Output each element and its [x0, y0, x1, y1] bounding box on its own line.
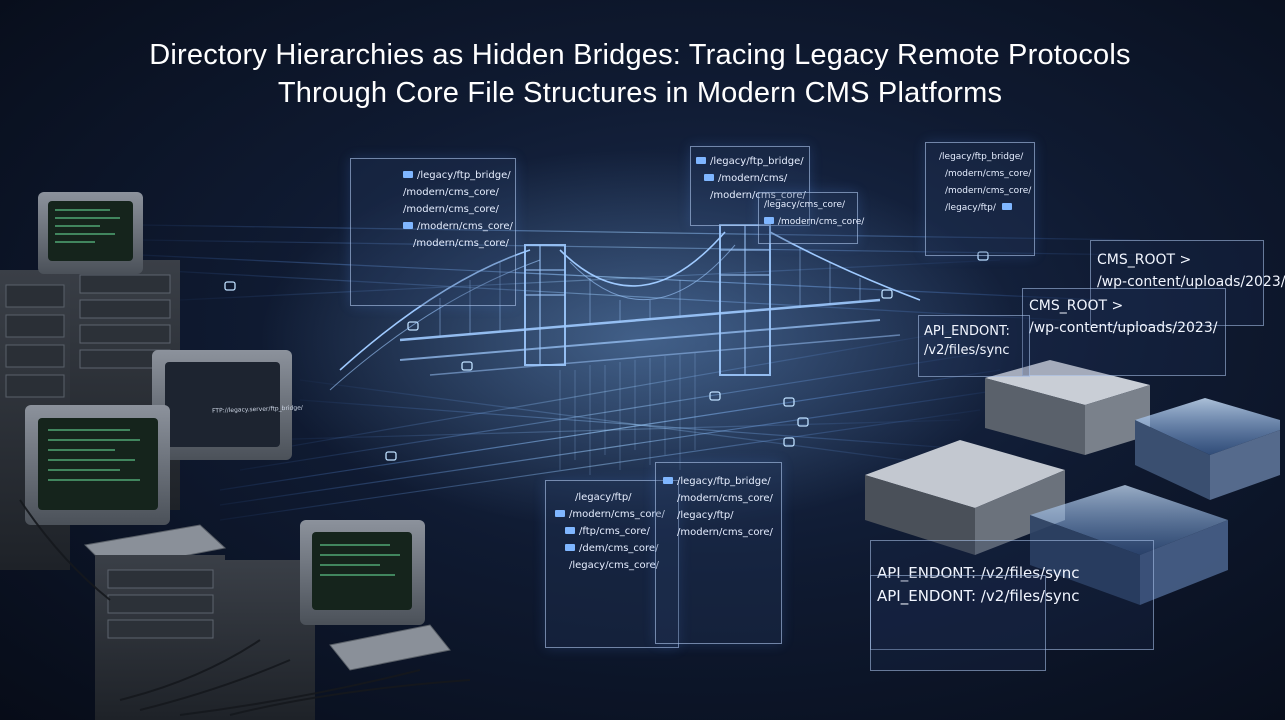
folder-icon	[704, 173, 714, 181]
bridge-illustration	[329, 224, 921, 475]
directory-panel-top-center: /legacy/ftp_bridge/ /modern/cms/ /modern…	[690, 146, 810, 226]
title-line-2: Through Core File Structures in Modern C…	[277, 77, 1003, 109]
panel-row: /modern/cms/	[696, 170, 804, 187]
panel-row: /modern/cms_core/	[710, 190, 806, 201]
cms-root-label-1: CMS_ROOT > /wp-content/uploads/2023/	[1090, 240, 1285, 326]
panel-row: /dem/cms_core/	[551, 540, 673, 557]
panel-row: /legacy/ftp/	[931, 200, 1029, 217]
directory-panel-top-left: /legacy/ftp_bridge/ /modern/cms_core/ /m…	[350, 158, 516, 306]
folder-icon	[1001, 203, 1012, 210]
panel-row: /modern/cms_core/	[551, 506, 673, 523]
legacy-computers	[0, 192, 471, 720]
panel-row: /legacy/cms_core/	[764, 200, 846, 210]
folder-icon	[764, 217, 774, 224]
page-title: Directory Hierarchies as Hidden Bridges:…	[0, 36, 1280, 112]
panel-row: /modern/cms_core/	[945, 186, 1032, 196]
folder-icon	[403, 221, 413, 229]
panel-row: /modern/cms_core/	[403, 204, 499, 215]
directory-panel-bottom-center: /legacy/ftp_bridge/ /modern/cms_core/ /l…	[655, 462, 782, 644]
modern-servers	[865, 360, 1280, 605]
directory-panel-bottom-left: /legacy/ftp/ /modern/cms_core/ /ftp/cms_…	[545, 480, 679, 648]
panel-row: /legacy/ftp/	[677, 510, 734, 521]
cms-root-label-2: CMS_ROOT > /wp-content/uploads/2023/	[1022, 288, 1226, 376]
directory-panel-top-center-small: /legacy/cms_core/ /modern/cms_core/	[758, 192, 864, 244]
folder-icon	[663, 476, 673, 484]
panel-row: /modern/cms_core/	[403, 187, 499, 198]
panel-row: /legacy/ftp_bridge/	[357, 167, 511, 184]
directory-panel-top-right: /legacy/ftp_bridge/ /modern/cms_core/ /m…	[925, 142, 1035, 256]
panel-row: /modern/cms_core/	[413, 238, 509, 249]
panel-row: /modern/cms_core/	[764, 214, 864, 231]
api-endpoint-label-bottom-1: API_ENDONT: /v2/files/sync	[870, 540, 1154, 650]
data-packets	[224, 251, 989, 461]
panel-row: /ftp/cms_core/	[551, 523, 673, 540]
panel-row: /modern/cms_core/	[677, 527, 773, 538]
api-endpoint-label-top: API_ENDONT: /v2/files/sync	[918, 315, 1030, 377]
panel-row: /modern/cms_core/	[677, 493, 773, 504]
panel-row: /legacy/ftp_bridge/	[696, 153, 804, 170]
panel-row: /modern/cms_core/	[357, 218, 513, 235]
folder-icon	[555, 509, 565, 517]
panel-row: /legacy/ftp_bridge/	[661, 473, 776, 490]
title-line-1: Directory Hierarchies as Hidden Bridges:…	[149, 39, 1131, 71]
panel-row: /modern/cms_core/	[945, 169, 1032, 179]
folder-icon	[565, 526, 575, 534]
folder-icon	[565, 543, 575, 551]
panel-row: /legacy/ftp_bridge/	[939, 152, 1024, 162]
folder-icon	[696, 156, 706, 164]
panel-row: /legacy/cms_core/	[569, 560, 660, 571]
panel-row: /legacy/ftp/	[575, 492, 632, 503]
folder-icon	[403, 170, 413, 178]
api-endpoint-label-bottom-2: API_ENDONT: /v2/files/sync	[870, 575, 1080, 671]
data-stream-lines	[139, 224, 1141, 521]
